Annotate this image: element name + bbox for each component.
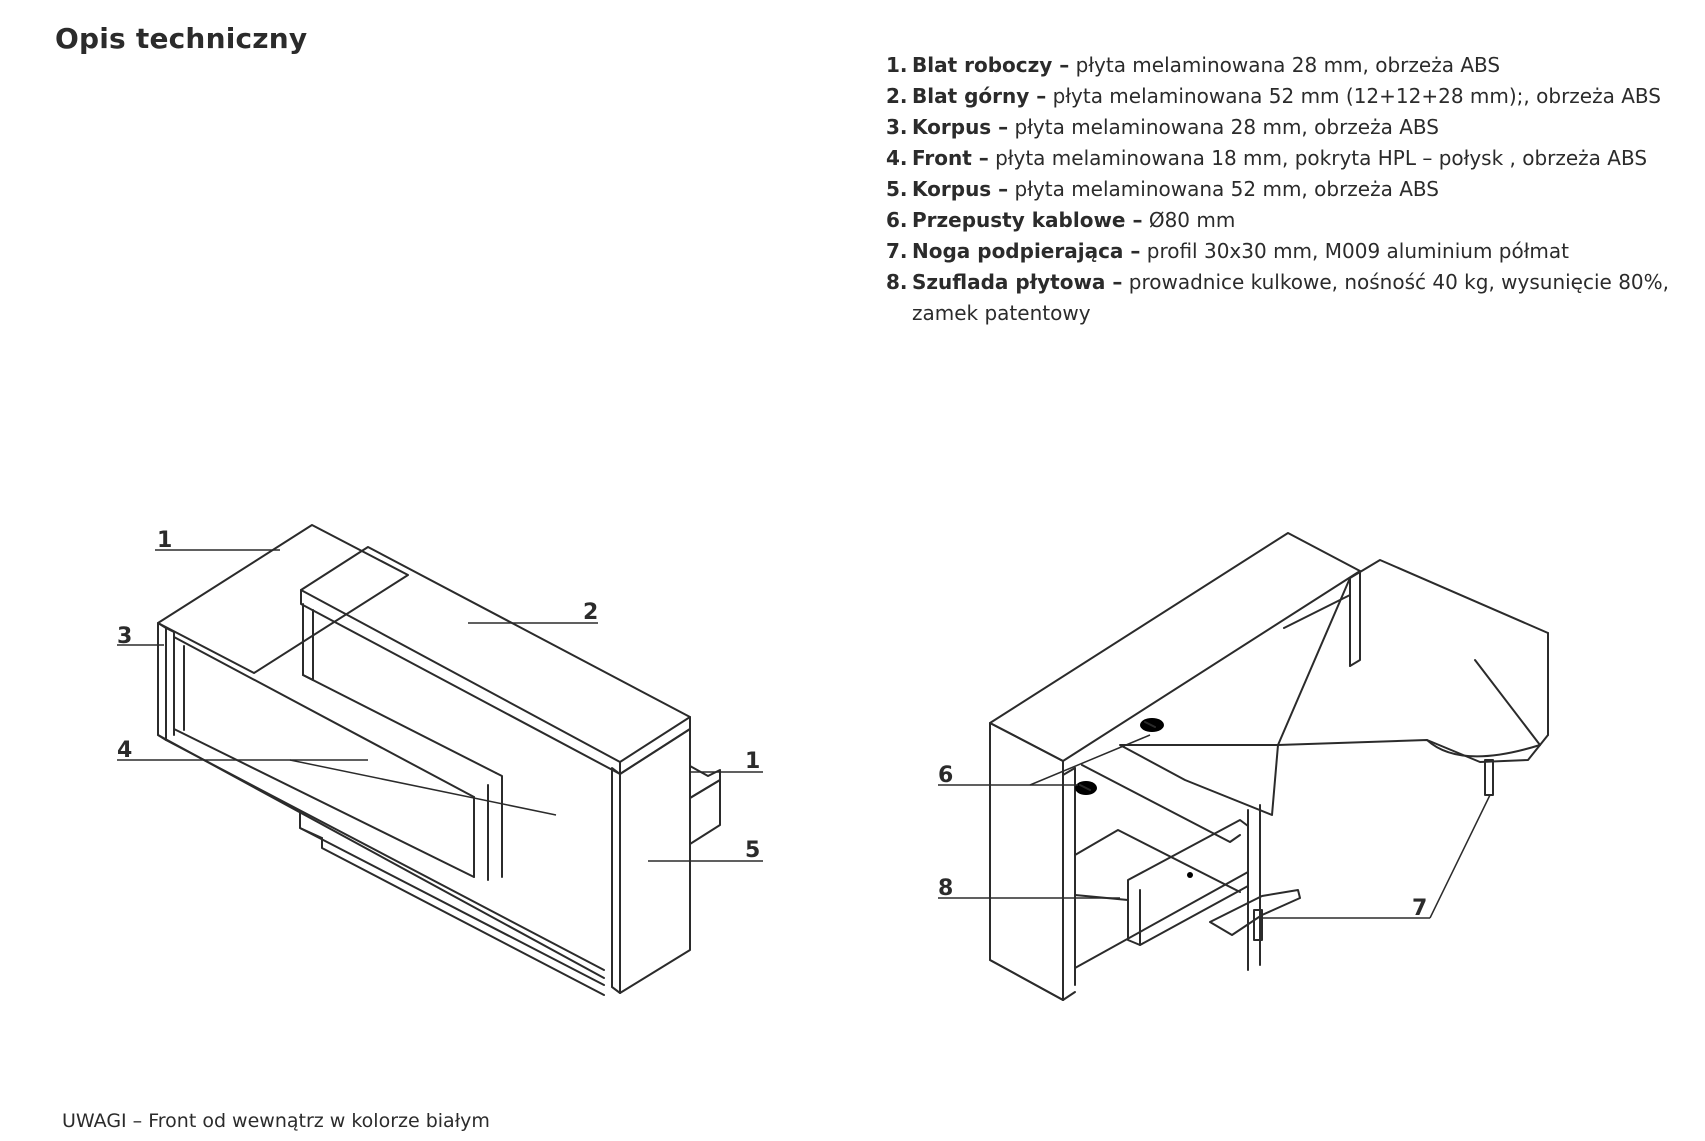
drawer-lock xyxy=(1187,872,1193,878)
spec-name: Front – xyxy=(912,146,989,170)
notes-text: UWAGI – Front od wewnątrz w kolorze biał… xyxy=(62,1110,490,1132)
left-view-drawing xyxy=(157,524,721,996)
callout-label-7: 7 xyxy=(1412,896,1427,921)
spec-number: 1. xyxy=(886,53,908,77)
spec-item-4: 4.Front – płyta melaminowana 18 mm, pokr… xyxy=(886,143,1686,174)
spec-description: płyta melaminowana 52 mm, obrzeża ABS xyxy=(1008,177,1439,201)
spec-number: 6. xyxy=(886,208,908,232)
spec-description: Ø80 mm xyxy=(1142,208,1236,232)
worktop-wing xyxy=(1277,559,1549,763)
callout-label-6: 6 xyxy=(938,763,953,788)
spec-name: Blat roboczy – xyxy=(912,53,1070,77)
upper-top-back xyxy=(989,532,1361,762)
spec-number: 3. xyxy=(886,115,908,139)
upper-top-front xyxy=(300,546,691,763)
spec-description: płyta melaminowana 28 mm, obrzeża ABS xyxy=(1008,115,1439,139)
callout-label-1: 1 xyxy=(157,528,172,553)
body-back-left xyxy=(989,722,1064,1001)
callout-label-1-right: 1 xyxy=(745,749,760,774)
body-right-side xyxy=(619,728,691,994)
spec-name: Szuflada płytowa – xyxy=(912,270,1123,294)
body-left-side xyxy=(157,622,167,741)
support-shelf xyxy=(1209,889,1301,936)
callout-label-5: 5 xyxy=(745,838,760,863)
spec-item-2: 2.Blat górny – płyta melaminowana 52 mm … xyxy=(886,81,1686,112)
page-title: Opis techniczny xyxy=(55,22,308,55)
spec-number: 7. xyxy=(886,239,908,263)
spec-name: Noga podpierająca – xyxy=(912,239,1141,263)
spec-item-7: 7.Noga podpierająca – profil 30x30 mm, M… xyxy=(886,236,1686,267)
callout-label-8: 8 xyxy=(938,876,953,901)
worktop-back xyxy=(1119,744,1279,816)
spec-name: Przepusty kablowe – xyxy=(912,208,1143,232)
spec-description: płyta melaminowana 28 mm, obrzeża ABS xyxy=(1069,53,1501,77)
left-view-leaders xyxy=(117,549,763,862)
worktop-lower xyxy=(157,524,409,674)
spec-description: płyta melaminowana 52 mm (12+12+28 mm);,… xyxy=(1046,84,1661,108)
spec-number: 2. xyxy=(886,84,908,108)
right-view-leaders xyxy=(938,734,1491,919)
spec-description: prowadnice kulkowe, nośność 40 kg, wysun… xyxy=(912,270,1670,325)
spec-description: płyta melaminowana 18 mm, pokryta HPL – … xyxy=(988,146,1648,170)
spec-number: 8. xyxy=(886,270,908,294)
spec-number: 5. xyxy=(886,177,908,201)
spec-item-8: 8.Szuflada płytowa – prowadnice kulkowe,… xyxy=(886,267,1686,329)
callout-label-3: 3 xyxy=(117,624,132,649)
spec-description: profil 30x30 mm, M009 aluminium półmat xyxy=(1140,239,1570,263)
spec-item-3: 3.Korpus – płyta melaminowana 28 mm, obr… xyxy=(886,112,1686,143)
body-right-front xyxy=(611,767,621,994)
right-view-drawing xyxy=(989,532,1549,1001)
spec-item-5: 5.Korpus – płyta melaminowana 52 mm, obr… xyxy=(886,174,1686,205)
callout-label-2: 2 xyxy=(583,600,598,625)
spec-name: Blat górny – xyxy=(912,84,1047,108)
worktop-right-end xyxy=(689,765,721,799)
support-leg-right xyxy=(1484,759,1494,796)
spec-name: Korpus – xyxy=(912,177,1009,201)
spec-list: 1.Blat roboczy – płyta melaminowana 28 m… xyxy=(886,50,1686,329)
spec-item-1: 1.Blat roboczy – płyta melaminowana 28 m… xyxy=(886,50,1686,81)
support-leg-front xyxy=(1253,909,1263,941)
callout-label-4: 4 xyxy=(117,738,132,763)
spec-item-6: 6.Przepusty kablowe – Ø80 mm xyxy=(886,205,1686,236)
spec-number: 4. xyxy=(886,146,908,170)
spec-name: Korpus – xyxy=(912,115,1009,139)
